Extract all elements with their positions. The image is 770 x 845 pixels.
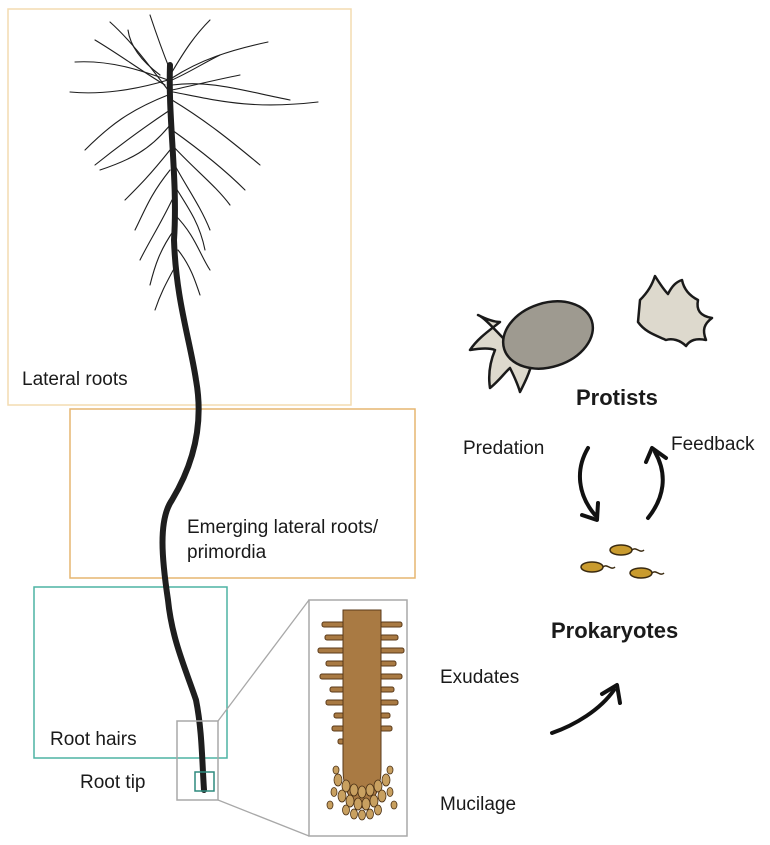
root-tip-label: Root tip xyxy=(80,772,145,793)
feedback-label: Feedback xyxy=(671,434,755,455)
bacteria-icon xyxy=(580,544,665,579)
root-tip-box xyxy=(194,771,215,792)
zoom-line-bottom xyxy=(217,799,310,837)
root-tip-zoom-icon xyxy=(317,609,405,821)
zoom-line-top xyxy=(217,599,310,722)
predation-label: Predation xyxy=(463,438,544,459)
prokaryotes-label: Prokaryotes xyxy=(551,618,678,643)
cycle-arrow-icon xyxy=(550,446,668,735)
protists-label: Protists xyxy=(576,385,658,410)
primordia-label: primordia xyxy=(187,542,267,563)
lateral-roots-label: Lateral roots xyxy=(22,369,128,390)
mucilage-label: Mucilage xyxy=(440,794,516,815)
root-hairs-label: Root hairs xyxy=(50,729,137,750)
root-system-icon xyxy=(69,14,319,793)
root-hairs-box xyxy=(33,586,228,759)
protist-icon xyxy=(468,274,714,394)
root-tip-zoom-source-box xyxy=(176,720,219,801)
exudates-label: Exudates xyxy=(440,667,519,688)
lateral-roots-box xyxy=(7,8,352,406)
emerging-roots-box xyxy=(69,408,416,579)
emerging-roots-label: Emerging lateral roots/ xyxy=(187,517,379,538)
